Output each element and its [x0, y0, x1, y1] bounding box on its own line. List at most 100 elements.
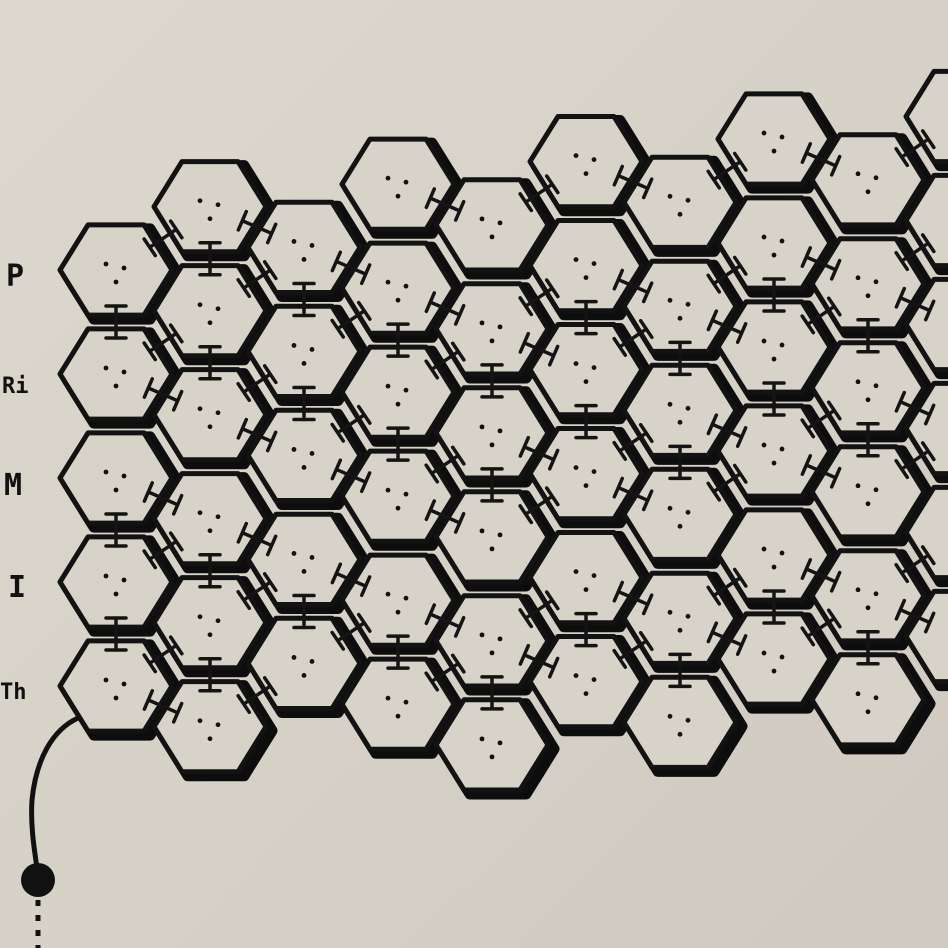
cell-dot: [113, 487, 119, 493]
ibeam-connector: [330, 250, 372, 286]
ibeam-connector: [424, 187, 466, 222]
cell-dot: [385, 279, 391, 285]
row-label-ring: Ri: [2, 374, 29, 399]
ibeam-connector: [612, 422, 654, 461]
cell-dot: [573, 257, 579, 262]
hexagon-cell: [527, 114, 645, 210]
ibeam-connector: [424, 291, 466, 326]
hexagon-cell: [339, 552, 457, 648]
cell-dot: [197, 406, 203, 412]
hexagon-cell: [245, 615, 363, 711]
hexagon-cell: [527, 218, 645, 314]
cell-dot: [591, 365, 597, 370]
cell-dot: [489, 234, 495, 240]
ibeam-connector: [292, 593, 316, 630]
cell-dot: [573, 673, 579, 678]
ibeam-connector: [894, 286, 936, 322]
cell-dot: [479, 736, 485, 742]
cell-dot: [197, 302, 203, 308]
ibeam-connector: [612, 476, 654, 512]
cell-dot: [497, 428, 503, 434]
cell-dot: [761, 442, 767, 448]
cell-dot: [761, 338, 767, 344]
ibeam-connector: [612, 318, 654, 357]
cell-dot: [291, 447, 297, 452]
cell-dot: [301, 465, 307, 470]
hexagon-cell: [433, 281, 551, 377]
cell-dot: [395, 609, 401, 615]
hexagon-cell: [527, 322, 645, 418]
cell-dot: [385, 175, 391, 181]
cell-dot: [291, 239, 297, 244]
cell-dot: [573, 361, 579, 366]
ibeam-connector: [800, 400, 842, 439]
cell-dot: [301, 569, 307, 574]
hexagon-cell: [715, 195, 833, 291]
cell-dot: [395, 713, 401, 719]
ibeam-connector: [856, 318, 880, 354]
ibeam-connector: [142, 323, 184, 362]
cell-dot: [779, 446, 785, 452]
row-label-index: I: [8, 570, 27, 605]
hexagon-cell: [151, 159, 269, 255]
cell-dot: [677, 731, 683, 737]
cell-dot: [591, 573, 597, 578]
ibeam-connector: [800, 608, 842, 647]
hexagon-cell: [245, 511, 363, 607]
cell-dot: [771, 460, 777, 466]
ibeam-connector: [856, 422, 880, 458]
cell-dot: [403, 283, 409, 289]
ibeam-connector: [762, 589, 786, 625]
cell-dot: [215, 410, 221, 416]
ibeam-connector: [800, 142, 842, 177]
cell-dot: [489, 754, 495, 760]
cell-dot: [207, 216, 213, 222]
cell-dot: [291, 655, 297, 660]
ibeam-connector: [142, 219, 184, 258]
hexagon-cell: [621, 362, 739, 458]
cell-dot: [121, 265, 127, 271]
cell-dot: [385, 695, 391, 701]
ibeam-connector: [386, 322, 410, 358]
cell-dot: [497, 220, 503, 226]
cell-dot: [113, 279, 119, 285]
ibeam-connector: [800, 454, 842, 489]
cell-dot: [667, 505, 673, 511]
ibeam-connector: [706, 255, 748, 294]
cell-dot: [215, 722, 221, 728]
ibeam-connector: [330, 562, 372, 598]
ibeam-connector: [480, 467, 504, 503]
cell-dot: [865, 605, 871, 611]
hexagon-cell: [903, 68, 948, 165]
cell-dot: [103, 469, 109, 475]
ibeam-connector: [236, 260, 278, 299]
cell-dot: [677, 315, 683, 321]
cell-dot: [591, 677, 597, 682]
hexagon-cell: [903, 380, 948, 477]
ibeam-connector: [198, 240, 222, 277]
cell-dot: [591, 157, 597, 163]
cell-dot: [121, 369, 127, 375]
hexagon-cell: [527, 634, 645, 730]
cell-dot: [779, 238, 785, 244]
ibeam-connector: [330, 458, 372, 494]
cell-dot: [301, 361, 307, 366]
ibeam-connector: [612, 164, 654, 200]
cell-dot: [779, 134, 785, 140]
cell-dot: [479, 424, 485, 430]
hexagon-cell: [715, 403, 833, 499]
cell-dot: [685, 717, 691, 723]
cell-dot: [113, 591, 119, 597]
ibeam-connector: [856, 630, 880, 666]
cell-dot: [489, 546, 495, 552]
cell-dot: [103, 573, 109, 579]
cell-dot: [573, 153, 579, 159]
hexagon-cell: [809, 652, 927, 748]
cell-dot: [113, 383, 119, 389]
hexagon-cell: [151, 263, 269, 359]
cell-dot: [771, 148, 777, 154]
cell-dot: [197, 614, 203, 620]
ibeam-connector: [142, 689, 184, 724]
hexagon-cell: [151, 575, 269, 671]
cell-dot: [121, 577, 127, 583]
